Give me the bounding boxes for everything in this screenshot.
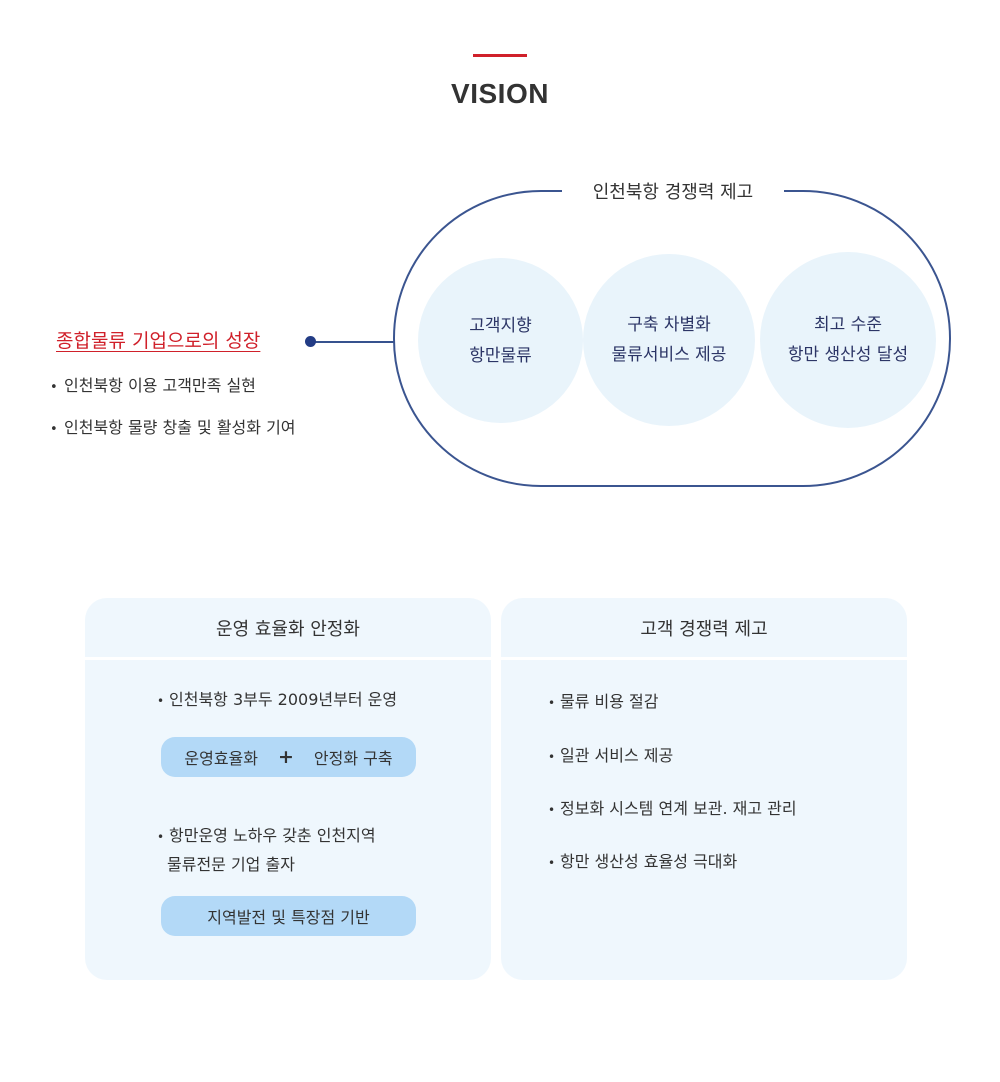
panel-list-text: 물류전문 기업 출자 [167,855,295,874]
goal-bullet-text: 인천북항 물량 창출 및 활성화 기여 [64,418,296,437]
pill-regional-base: 지역발전 및 특장점 기반 [161,896,416,936]
goal-bullet-text: 인천북항 이용 고객만족 실현 [64,376,256,395]
title-accent-bar [473,54,527,57]
circle-line: 최고 수준 [814,315,882,335]
panel-title: 고객 경쟁력 제고 [501,598,907,660]
panel-list-item: •항만 생산성 효율성 극대화 [548,852,738,871]
pill-text: 운영효율화 [184,749,258,768]
goal-title: 종합물류 기업으로의 성장 [56,330,261,352]
capsule-label: 인천북항 경쟁력 제고 [562,179,784,207]
panel-list-text: 정보화 시스템 연계 보관. 재고 관리 [560,799,797,818]
pill-text: 지역발전 및 특장점 기반 [207,908,370,927]
panel-operation: 운영 효율화 안정화 •인천북항 3부두 2009년부터 운영 운영효율화 + … [85,598,491,980]
panel-list-item: •물류 비용 절감 [548,692,659,711]
panel-title: 운영 효율화 안정화 [85,598,491,660]
panel-customer: 고객 경쟁력 제고 •물류 비용 절감 •일관 서비스 제공 •정보화 시스템 … [501,598,907,980]
panel-list-item: •정보화 시스템 연계 보관. 재고 관리 [548,799,797,818]
plus-icon: + [278,746,294,768]
pill-operation-stability: 운영효율화 + 안정화 구축 [161,737,416,777]
circle-line: 구축 차별화 [627,315,711,335]
page-title: VISION [451,78,549,109]
panel-list-text: 인천북항 3부두 2009년부터 운영 [169,690,398,709]
circle-line: 고객지향 [469,315,532,336]
vision-circle-productivity: 최고 수준 항만 생산성 달성 [760,252,936,428]
circle-line: 항만 생산성 달성 [787,345,909,365]
pill-text: 안정화 구축 [313,749,393,768]
panel-list-item: •항만운영 노하우 갖춘 인천지역 물류전문 기업 출자 [157,822,376,878]
goal-bullet-list: 인천북항 이용 고객만족 실현 인천북항 물량 창출 및 활성화 기여 [50,374,296,458]
connector-line [314,341,394,343]
circle-line: 항만물류 [469,345,532,366]
panel-list-text: 항만운영 노하우 갖춘 인천지역 [169,826,376,845]
panel-list-text: 항만 생산성 효율성 극대화 [560,852,738,871]
panel-list-item: •인천북항 3부두 2009년부터 운영 [157,690,398,709]
panel-list-text: 일관 서비스 제공 [560,746,674,765]
circle-line: 물류서비스 제공 [611,345,727,365]
panel-list-item: •일관 서비스 제공 [548,746,674,765]
vision-circle-customer: 고객지향 항만물류 [418,258,583,423]
vision-circle-service: 구축 차별화 물류서비스 제공 [583,254,755,426]
goal-bullet-item: 인천북항 물량 창출 및 활성화 기여 [50,416,296,458]
goal-bullet-item: 인천북항 이용 고객만족 실현 [50,374,296,416]
connector-dot [305,336,316,347]
panel-list-text: 물류 비용 절감 [560,692,659,711]
